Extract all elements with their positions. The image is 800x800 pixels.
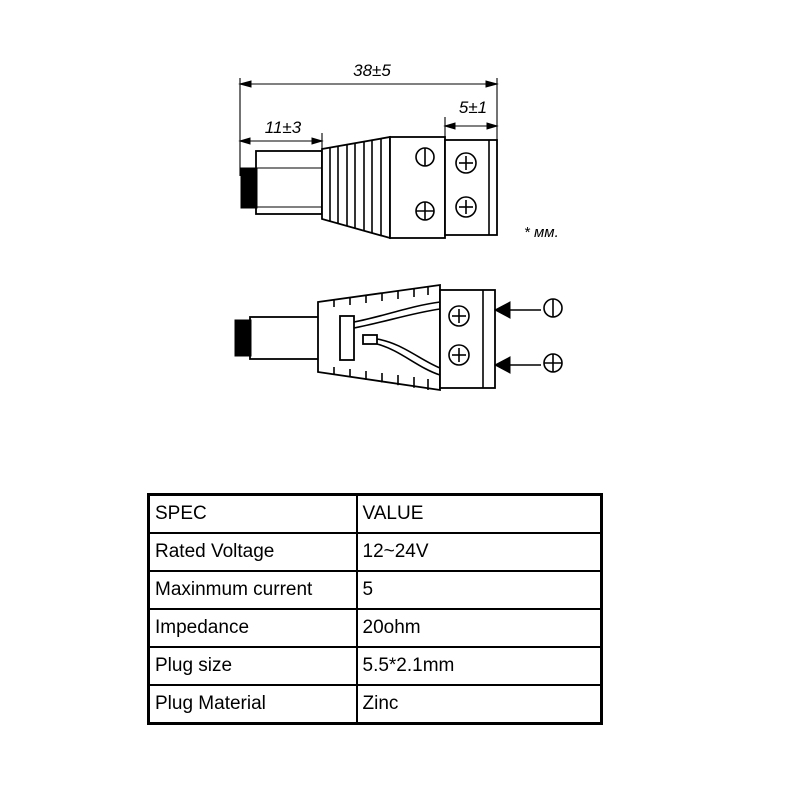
housing-outline bbox=[389, 136, 446, 239]
wire-positive bbox=[376, 343, 441, 376]
barrel bbox=[255, 150, 323, 215]
spec-name: Plug size bbox=[147, 646, 358, 686]
spec-value: 5 bbox=[355, 570, 603, 610]
connector-drawing: 38±5 5±1 11±3 bbox=[234, 61, 563, 392]
spec-value: 12~24V bbox=[355, 532, 603, 572]
table-row: Maxinmum current 5 bbox=[147, 570, 603, 610]
negative-pointer bbox=[493, 298, 563, 319]
body-outline bbox=[321, 135, 391, 240]
unit-note: * мм. bbox=[524, 224, 559, 241]
table-header-row: SPEC VALUE bbox=[147, 493, 603, 534]
minus-circle-icon bbox=[543, 298, 563, 318]
barrel-tip bbox=[234, 319, 252, 357]
dimension-barrel-length: 11±3 bbox=[238, 118, 324, 150]
arrowhead-left bbox=[238, 137, 251, 145]
inner-contact bbox=[339, 315, 355, 361]
table-row: Plug size 5.5*2.1mm bbox=[147, 646, 603, 686]
wire-negative bbox=[353, 308, 441, 329]
body-outline bbox=[317, 283, 441, 392]
ribbed-body bbox=[321, 135, 391, 240]
positive-pointer bbox=[493, 353, 563, 374]
overall-length-label: 38±5 bbox=[353, 61, 391, 80]
table-row: Rated Voltage 12~24V bbox=[147, 532, 603, 572]
crosshead-screw-icon bbox=[448, 305, 470, 327]
ribbed-body bbox=[317, 283, 441, 392]
side-view: 38±5 5±1 11±3 bbox=[238, 61, 559, 241]
plus-circle-icon bbox=[415, 201, 435, 221]
crosshead-screw-icon bbox=[455, 152, 477, 174]
table-row: Impedance 20ohm bbox=[147, 608, 603, 648]
wire-positive bbox=[376, 338, 441, 369]
arrowhead-left bbox=[238, 80, 252, 88]
crosshead-screw-icon bbox=[455, 196, 477, 218]
barrel-tip bbox=[240, 167, 258, 209]
terminal-block bbox=[444, 139, 498, 236]
spec-name: Plug Material bbox=[147, 684, 358, 725]
spec-value: 20ohm bbox=[355, 608, 603, 648]
terminal-outline bbox=[439, 289, 496, 389]
spec-name: Rated Voltage bbox=[147, 532, 358, 572]
crosshead-screw-icon bbox=[448, 344, 470, 366]
dimension-overall-length: 38±5 bbox=[238, 61, 499, 176]
wire-negative bbox=[353, 301, 441, 323]
barrel-length-label: 11±3 bbox=[265, 118, 302, 137]
spec-value: Zinc bbox=[355, 684, 603, 725]
arrowhead bbox=[493, 301, 511, 319]
barrel bbox=[249, 316, 321, 360]
spec-name: Impedance bbox=[147, 608, 358, 648]
barrel-plug bbox=[240, 150, 323, 215]
table-row: Plug Material Zinc bbox=[147, 684, 603, 725]
spec-name: Maxinmum current bbox=[147, 570, 358, 610]
arrowhead-right bbox=[485, 80, 499, 88]
housing-block bbox=[389, 136, 446, 239]
header-spec: SPEC bbox=[147, 493, 358, 534]
barrel-plug bbox=[234, 316, 321, 360]
arrowhead-right bbox=[311, 137, 324, 145]
spec-value: 5.5*2.1mm bbox=[355, 646, 603, 686]
arrowhead-left bbox=[443, 122, 456, 130]
top-view bbox=[234, 283, 563, 392]
arrowhead bbox=[493, 356, 511, 374]
plus-circle-icon bbox=[543, 353, 563, 373]
terminal-width-label: 5±1 bbox=[459, 98, 487, 117]
spec-table: SPEC VALUE Rated Voltage 12~24V Maxinmum… bbox=[147, 493, 603, 725]
center-pin bbox=[362, 334, 378, 345]
terminal-block bbox=[439, 289, 496, 389]
dimension-terminal-width: 5±1 bbox=[443, 98, 499, 140]
header-value: VALUE bbox=[355, 493, 603, 534]
arrowhead-right bbox=[486, 122, 499, 130]
internal-wiring bbox=[339, 301, 441, 376]
minus-circle-icon bbox=[415, 147, 435, 167]
